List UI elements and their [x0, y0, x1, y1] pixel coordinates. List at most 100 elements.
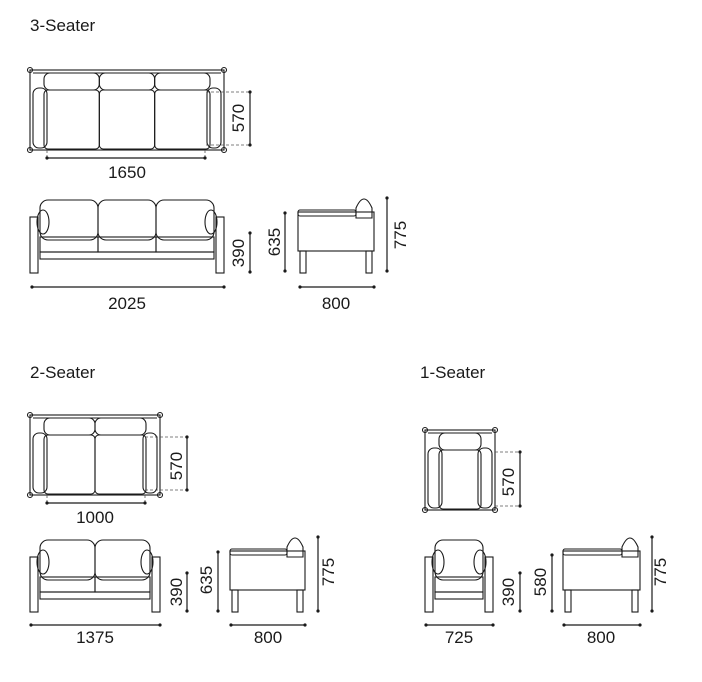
seat-cushion — [43, 434, 96, 495]
dim-tick — [248, 143, 252, 147]
dim-tick — [248, 90, 252, 94]
dim-tick — [491, 623, 495, 627]
leg-back — [365, 250, 373, 274]
dim-tick — [385, 269, 389, 273]
dim-tick — [45, 501, 49, 505]
dim-1-total-depth: 800 — [587, 628, 615, 647]
back-cushion — [97, 199, 157, 241]
leg-back — [296, 589, 304, 613]
leg-front — [231, 589, 239, 613]
dim-tick — [203, 156, 207, 160]
front-rail — [39, 251, 215, 260]
front-view-3-seater — [29, 199, 225, 274]
back-cushion — [154, 72, 211, 91]
dim-tick — [518, 571, 522, 575]
dim-tick — [29, 623, 33, 627]
seat-cushion — [43, 89, 100, 150]
dim-tick — [298, 285, 302, 289]
back-cushion — [434, 539, 484, 581]
dim-2-seat-height: 390 — [167, 578, 186, 606]
dim-2-arm-height: 635 — [197, 566, 216, 594]
dim-3-arm-height: 635 — [265, 228, 284, 256]
dim-3-total-depth: 800 — [322, 294, 350, 313]
dim-tick — [518, 450, 522, 454]
back-cushion — [94, 417, 147, 436]
dim-tick — [283, 269, 287, 273]
seat-cushion — [154, 89, 211, 150]
dim-tick — [216, 609, 220, 613]
seat-top — [562, 548, 623, 556]
back-cushion — [155, 199, 215, 241]
front-rail — [434, 591, 484, 600]
dim-tick — [316, 535, 320, 539]
arm-pillow-right — [477, 447, 493, 509]
dim-tick — [185, 571, 189, 575]
leg-front — [564, 589, 572, 613]
dim-1-seat-height: 390 — [499, 578, 518, 606]
seat-cushion — [434, 576, 484, 593]
corner-post — [156, 491, 164, 499]
side-body — [229, 550, 306, 591]
seat-cushion — [97, 236, 157, 253]
leg-left — [424, 556, 434, 613]
arm-pillow-left — [36, 549, 50, 575]
outline — [424, 429, 496, 511]
dim-1-total-height: 775 — [651, 558, 670, 586]
dim-tick — [216, 550, 220, 554]
front-view-2-seater — [29, 539, 161, 613]
corner-post — [421, 506, 429, 514]
back-pillow — [286, 537, 304, 558]
back-cushion — [98, 72, 156, 91]
dim-tick — [638, 623, 642, 627]
seat-cushion — [39, 576, 96, 593]
back-cushion — [43, 72, 100, 91]
dim-tick — [158, 623, 162, 627]
outline — [29, 69, 225, 151]
dim-3-seat-height: 390 — [229, 239, 248, 267]
back-pillow — [621, 537, 639, 558]
corner-post — [220, 146, 228, 154]
side-view-1-seater — [562, 537, 641, 613]
dim-tick — [143, 501, 147, 505]
dim-3-total-height: 775 — [391, 221, 410, 249]
dim-2-total-depth: 800 — [254, 628, 282, 647]
corner-post — [220, 66, 228, 74]
dim-tick — [248, 231, 252, 235]
leg-right — [215, 216, 225, 274]
back-cushion — [94, 539, 151, 581]
leg-right — [484, 556, 494, 613]
dim-tick — [185, 435, 189, 439]
dim-3-seat-depth: 570 — [229, 104, 248, 132]
top-view-1-seater — [421, 426, 499, 514]
dim-2-seat-depth: 570 — [167, 452, 186, 480]
dim-1-seat-depth: 570 — [499, 468, 518, 496]
arm-pillow-left — [427, 447, 443, 509]
front-rail — [39, 591, 151, 600]
leg-back — [631, 589, 639, 613]
arm-pillow-left — [36, 209, 50, 235]
dim-tick — [303, 623, 307, 627]
dim-tick — [650, 535, 654, 539]
dim-tick — [424, 623, 428, 627]
dim-tick — [385, 196, 389, 200]
back-cushion — [39, 539, 96, 581]
top-view-3-seater — [26, 66, 228, 154]
seat-cushion — [155, 236, 215, 253]
dim-tick — [550, 609, 554, 613]
arm-pillow-right — [204, 209, 218, 235]
front-view-1-seater — [424, 539, 494, 613]
back-pillow — [355, 198, 373, 219]
title-3-seater: 3-Seater — [30, 16, 96, 35]
side-view-3-seater — [297, 198, 375, 274]
arm-pillow-right — [142, 432, 158, 494]
dim-3-total-width: 2025 — [108, 294, 146, 313]
corner-post — [491, 506, 499, 514]
dim-tick — [229, 623, 233, 627]
arm-pillow-right — [140, 549, 154, 575]
arm-pillow-left — [32, 432, 48, 494]
dim-tick — [650, 609, 654, 613]
leg-front — [299, 250, 307, 274]
dim-1-arm-height: 580 — [531, 568, 550, 596]
title-2-seater: 2-Seater — [30, 363, 96, 382]
dim-tick — [372, 285, 376, 289]
